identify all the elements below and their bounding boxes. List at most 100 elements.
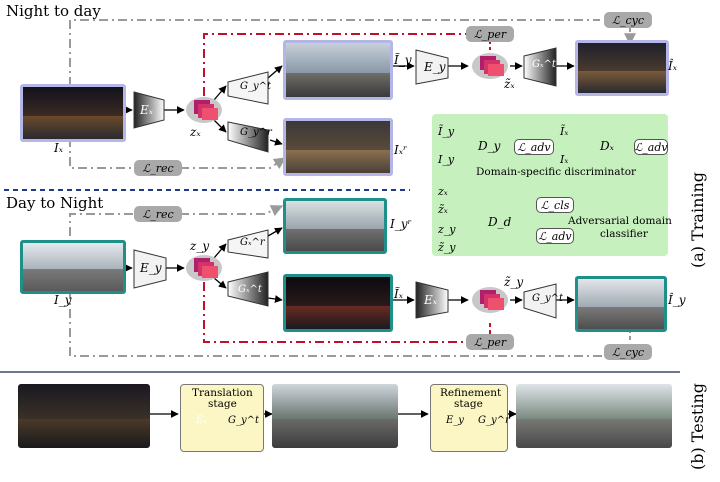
testing-label: (b) Testing <box>688 382 707 470</box>
disc-in-x2: Iₓ <box>560 153 569 166</box>
encoder-ex-bottom <box>415 281 449 319</box>
adversarial-caption-line1: Adversarial domain <box>568 215 672 227</box>
var-zy-tilde: z̃_y <box>504 275 524 289</box>
label-gyr-top: G_y^r <box>240 127 272 138</box>
label-gxr-bottom: Gₓ^r <box>240 237 265 248</box>
image-day-input <box>20 240 126 294</box>
disc-in-y1: Ĩ_y <box>438 125 455 138</box>
loss-rec-bottom: ℒ_rec <box>134 206 182 222</box>
arrow-zx-gyt <box>213 85 227 101</box>
image-translated-day-top <box>283 40 393 100</box>
cyc-line-bottom <box>69 290 604 357</box>
generator-gyt-bottom <box>523 283 557 319</box>
loss-per-bottom: ℒ_per <box>466 334 514 350</box>
disc-in-y2: I_y <box>438 153 455 166</box>
refinement-stage-box <box>430 384 508 452</box>
image-night-input <box>20 84 126 142</box>
encoder-ex-top <box>133 91 165 129</box>
image-cycle-day <box>575 276 667 332</box>
feature-stack-zx-tilde <box>480 56 504 76</box>
arrow-zy-gxt <box>213 277 227 289</box>
translation-stage-box <box>180 384 264 452</box>
arrow-zy-gxr <box>213 243 227 259</box>
image-recon-night-top <box>283 118 393 176</box>
test-gyt-label: G_y^t <box>228 415 260 426</box>
generator-gxt-top <box>523 47 557 87</box>
generator-gyr-top <box>227 121 269 153</box>
var-ix-tilde: Ĩₓ <box>394 287 403 301</box>
disc-in-x1: Ĩₓ <box>560 125 569 138</box>
var-iyr: I_yʳ <box>390 217 412 231</box>
per-line-top <box>203 33 470 96</box>
test-image-night <box>18 384 150 448</box>
dd-in2: z̃ₓ <box>438 203 448 216</box>
loss-cls: ℒ_cls <box>536 197 574 213</box>
label-ey-bottom: E_y <box>140 261 162 275</box>
rec-line-top <box>69 138 140 169</box>
var-zx-tilde: z̃ₓ <box>504 77 515 91</box>
arrow-zx-gyr <box>213 119 227 133</box>
cyc-line-top <box>69 19 600 86</box>
loss-adv-dx: ℒ_adv <box>634 139 668 155</box>
var-iy: I_y <box>54 293 72 307</box>
test-ex-label: Eₓ <box>196 415 207 426</box>
loss-rec-top: ℒ_rec <box>134 160 182 176</box>
refinement-stage-line2: stage <box>454 398 483 410</box>
generator-gyt-top <box>227 71 269 105</box>
label-dd: D_d <box>488 215 512 229</box>
adversarial-caption-line2: classifier <box>600 228 648 240</box>
loss-adv-dy: ℒ_adv <box>514 139 554 155</box>
refinement-stage-line1: Refinement <box>440 387 502 399</box>
image-cycle-night-top <box>575 40 669 96</box>
per-line-bottom <box>203 282 470 343</box>
generator-gxt-bottom <box>227 271 269 307</box>
label-gxt-top: Gₓ^t <box>532 59 556 70</box>
test-image-translated <box>272 384 398 448</box>
loss-cyc-bottom: ℒ_cyc <box>604 344 652 360</box>
arrow-gxr-img <box>267 227 283 237</box>
dd-in3: z_y <box>438 223 456 236</box>
loss-cyc-top: ℒ_cyc <box>604 12 652 28</box>
label-ex-bottom: Eₓ <box>424 293 438 307</box>
rec-link-top <box>180 157 286 169</box>
encoder-ey-bottom <box>133 249 167 289</box>
label-gxt-bottom: Gₓ^t <box>238 284 262 295</box>
dd-in4: z̃_y <box>438 241 456 254</box>
var-zx: zₓ <box>190 125 201 139</box>
test-ey-label: E_y <box>446 415 464 426</box>
translation-stage-line2: stage <box>208 398 237 410</box>
loss-adv-dd: ℒ_adv <box>536 228 574 244</box>
rec-link-bottom <box>180 205 284 217</box>
arrow-gxt-img-b <box>267 295 283 303</box>
feature-stack-zy-tilde <box>480 290 504 310</box>
label-dx: Dₓ <box>600 139 614 153</box>
feature-stack-zx <box>194 100 218 120</box>
test-image-refined <box>516 384 672 448</box>
training-label: (a) Training <box>688 171 707 268</box>
label-gyt-bottom: G_y^t <box>532 293 564 304</box>
var-zy: z_y <box>190 239 210 253</box>
label-dy: D_y <box>478 139 501 153</box>
var-ixr: Iₓʳ <box>394 143 408 157</box>
var-iy-hat: Î_y <box>668 293 686 307</box>
arrow-gyt-img <box>267 65 283 79</box>
section-title-night-to-day: Night to day <box>6 2 101 20</box>
image-recon-day <box>283 198 387 254</box>
image-translated-night <box>283 274 393 332</box>
var-ix: Iₓ <box>54 141 63 155</box>
encoder-ey-top <box>415 49 449 85</box>
label-ey-top: E_y <box>424 60 446 74</box>
section-title-day-to-night: Day to Night <box>6 194 104 212</box>
label-gyt-top: G_y^t <box>240 81 272 92</box>
domain-specific-caption: Domain-specific discriminator <box>476 166 637 178</box>
label-ex-top: Eₓ <box>140 103 154 117</box>
arrow-gyr-img <box>269 138 283 146</box>
test-gyr-label: G_y^r <box>478 415 510 426</box>
loss-per-top: ℒ_per <box>466 26 514 42</box>
generator-gxr-bottom <box>227 229 269 259</box>
var-ix-hat: Îₓ <box>668 59 677 73</box>
translation-stage-line1: Translation <box>192 387 253 399</box>
rec-line-bottom <box>69 213 140 236</box>
feature-stack-zy <box>194 258 218 278</box>
